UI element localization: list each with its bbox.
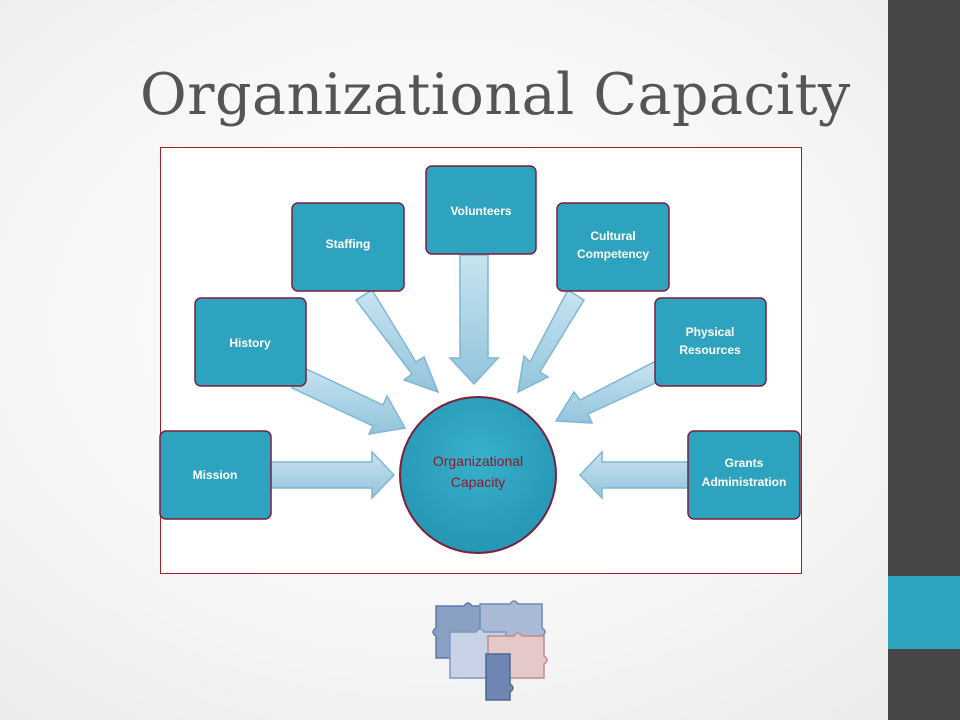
node-label-line2: Resources xyxy=(679,343,741,357)
node-cultural-competency: Cultural Competency xyxy=(556,202,670,292)
node-label: Volunteers xyxy=(450,204,511,218)
node-grants-administration: Grants Administration xyxy=(687,430,801,520)
node-label-line2: Competency xyxy=(577,247,649,261)
arrow-grants xyxy=(578,450,691,500)
node-volunteers: Volunteers xyxy=(425,165,537,255)
center-node: Organizational Capacity xyxy=(399,396,557,554)
node-mission: Mission xyxy=(159,430,272,520)
node-label-line1: Physical xyxy=(686,325,735,339)
arrow-history xyxy=(291,364,407,435)
arrows-group xyxy=(269,254,691,500)
arrow-cultural xyxy=(517,288,586,394)
arrow-staffing xyxy=(354,288,440,394)
node-physical-resources: Physical Resources xyxy=(654,297,767,387)
node-staffing: Staffing xyxy=(291,202,405,292)
node-label: Mission xyxy=(193,468,238,482)
arrow-mission xyxy=(269,450,396,500)
slide-title: Organizational Capacity xyxy=(140,62,851,128)
node-label-line2: Administration xyxy=(702,475,787,489)
node-label-line1: Grants xyxy=(725,456,764,470)
node-label-line1: Cultural xyxy=(590,229,635,243)
puzzle-pieces-icon xyxy=(432,600,548,701)
capacity-diagram: Organizational Capacity Mission History … xyxy=(159,147,802,701)
center-label-line1: Organizational xyxy=(433,453,523,469)
node-label: History xyxy=(229,336,271,350)
arrow-volunteers xyxy=(448,254,500,386)
sidebar-accent-block xyxy=(888,576,960,649)
arrow-physical xyxy=(554,360,663,424)
node-label: Staffing xyxy=(326,237,371,251)
node-history: History xyxy=(194,297,307,387)
center-label-line2: Capacity xyxy=(451,474,505,490)
